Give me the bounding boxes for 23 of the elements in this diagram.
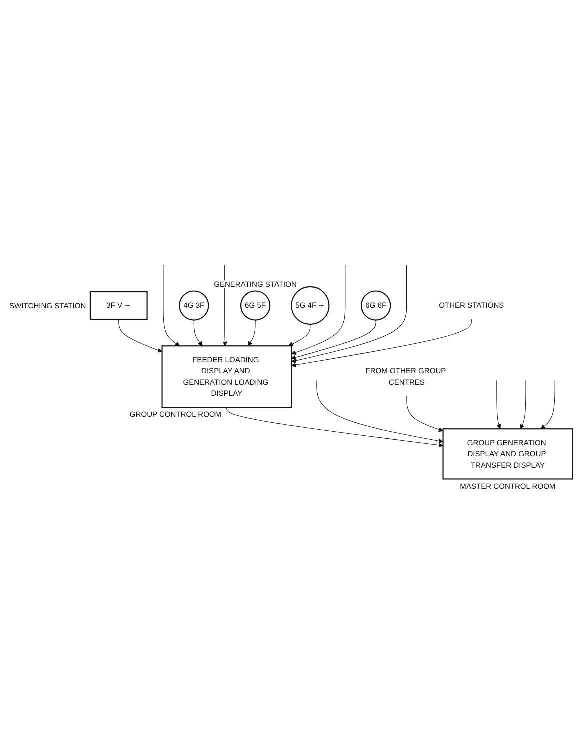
- arrow: [222, 265, 228, 346]
- node-box: [90, 291, 148, 320]
- node-box: [442, 428, 574, 480]
- node-circle: [179, 290, 210, 321]
- arrow: [288, 324, 311, 346]
- arrow: [520, 380, 526, 430]
- arrow: [291, 265, 408, 364]
- arrow: [163, 265, 180, 346]
- arrow: [248, 320, 256, 346]
- arrow: [291, 265, 346, 355]
- arrow: [291, 320, 376, 360]
- node-box: [162, 346, 292, 408]
- arrow: [496, 380, 502, 430]
- arrow: [226, 407, 444, 448]
- arrow: [291, 319, 472, 368]
- arrow: [406, 396, 444, 432]
- arrow: [540, 380, 556, 430]
- node-circle: [361, 290, 392, 321]
- arrow: [194, 320, 203, 346]
- node-circle: [291, 286, 330, 326]
- arrow: [316, 380, 444, 444]
- arrow: [118, 319, 162, 353]
- node-circle: [240, 290, 271, 321]
